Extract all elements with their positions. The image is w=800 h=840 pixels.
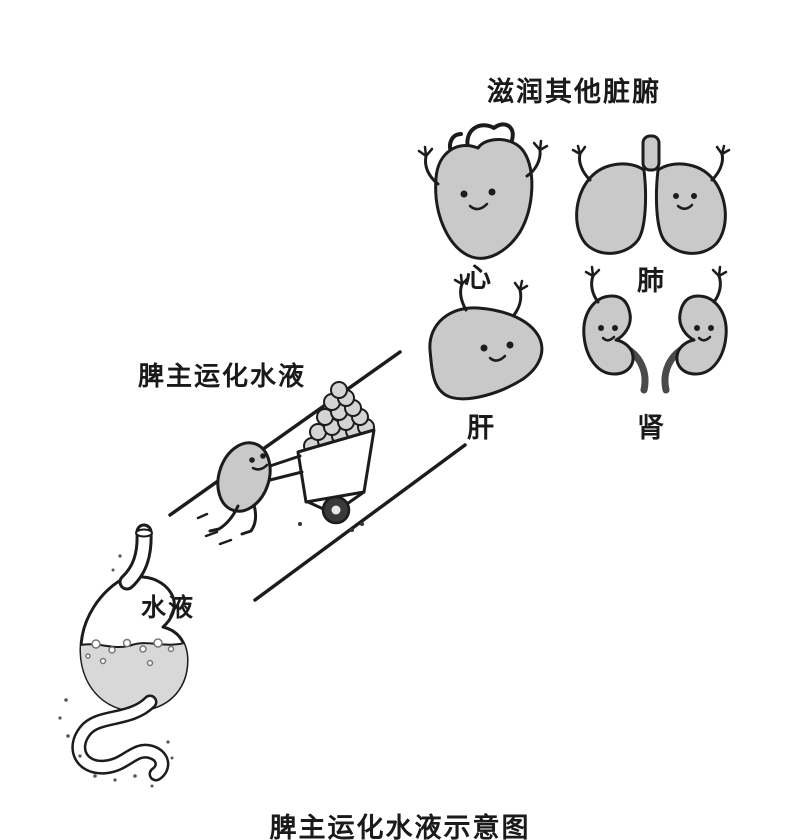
spleen-back-leg <box>208 504 240 533</box>
stomach-with-fluid-cartoon <box>58 523 189 788</box>
cart-wheel-hub <box>331 505 341 515</box>
heart-organ-cartoon <box>417 122 549 260</box>
spleen-smile <box>251 463 269 471</box>
lungs-right-hand <box>715 144 731 156</box>
heart-aorta <box>465 122 515 150</box>
liver-organ-cartoon <box>428 273 544 401</box>
esophagus-opening <box>135 528 153 538</box>
kidney-left-smile <box>601 335 616 342</box>
spleen-pushing-cart-cartoon <box>196 381 376 546</box>
heart-eye-left <box>460 190 468 198</box>
water-balls-heap <box>303 381 375 455</box>
kidney-right-eye-b <box>708 325 714 331</box>
lungs-eye-right <box>691 193 697 199</box>
road-lines <box>168 350 467 602</box>
heart-left-hand <box>417 145 434 158</box>
kidney-left-arm <box>590 274 600 304</box>
label-moisten-other-organs: 滋润其他脏腑 <box>487 77 661 108</box>
heart-right-arm <box>525 148 542 178</box>
heart-smile <box>468 202 489 211</box>
label-water-fluid: 水液 <box>141 593 196 622</box>
liver-left-arm <box>459 282 468 312</box>
dirt-specks <box>298 522 364 532</box>
road-line-lower <box>253 443 467 602</box>
kidneys-organ-cartoon <box>582 265 728 394</box>
liver-eye-left <box>480 344 488 352</box>
road-line-upper <box>168 350 402 517</box>
liver-smile <box>488 354 507 362</box>
lungs-left-lobe <box>575 162 648 255</box>
kidney-left-eye-a <box>598 325 604 331</box>
kidney-right-body <box>675 294 728 376</box>
label-spleen-transforms-fluids: 脾主运化水液 <box>138 362 307 392</box>
kidney-right-hand <box>711 265 728 278</box>
lungs-right-arm <box>710 152 724 182</box>
label-kidney: 肾 <box>637 413 666 444</box>
kidney-right-arm <box>712 274 722 304</box>
spleen-eye-left <box>249 457 255 463</box>
lungs-right-lobe <box>654 162 727 255</box>
lungs-left-hand <box>571 144 587 156</box>
liver-body <box>428 306 544 401</box>
kidney-right-eye-a <box>694 325 700 331</box>
heart-right-hand <box>532 139 549 152</box>
heart-left-arm <box>424 154 440 186</box>
heart-eye-right <box>488 188 496 196</box>
motion-dashes <box>196 512 233 546</box>
spleen-body <box>216 441 272 513</box>
spleen-eye-right <box>260 453 266 459</box>
liver-left-hand <box>453 273 470 286</box>
kidney-left-hand <box>584 265 601 278</box>
diagram-caption: 脾主运化水液示意图 <box>269 813 531 840</box>
label-lung: 肺 <box>637 266 666 297</box>
lungs-smile <box>676 203 694 210</box>
label-liver: 肝 <box>467 413 496 444</box>
lungs-organ-cartoon <box>571 134 731 255</box>
kidney-left-eye-b <box>612 325 618 331</box>
kidney-right-smile <box>697 335 712 342</box>
intestine-lumen <box>73 697 167 779</box>
liver-right-arm <box>512 288 523 317</box>
spleen-front-leg <box>240 503 258 536</box>
heart-body <box>434 138 534 260</box>
stipple-speckles <box>58 554 174 788</box>
lungs-left-arm <box>578 152 592 182</box>
liver-eye-right <box>506 341 514 349</box>
label-heart: 心 <box>464 263 493 294</box>
lungs-trachea <box>641 134 661 172</box>
liver-right-hand <box>513 279 529 292</box>
lungs-eye-left <box>673 193 679 199</box>
kidney-left-body <box>582 294 635 376</box>
